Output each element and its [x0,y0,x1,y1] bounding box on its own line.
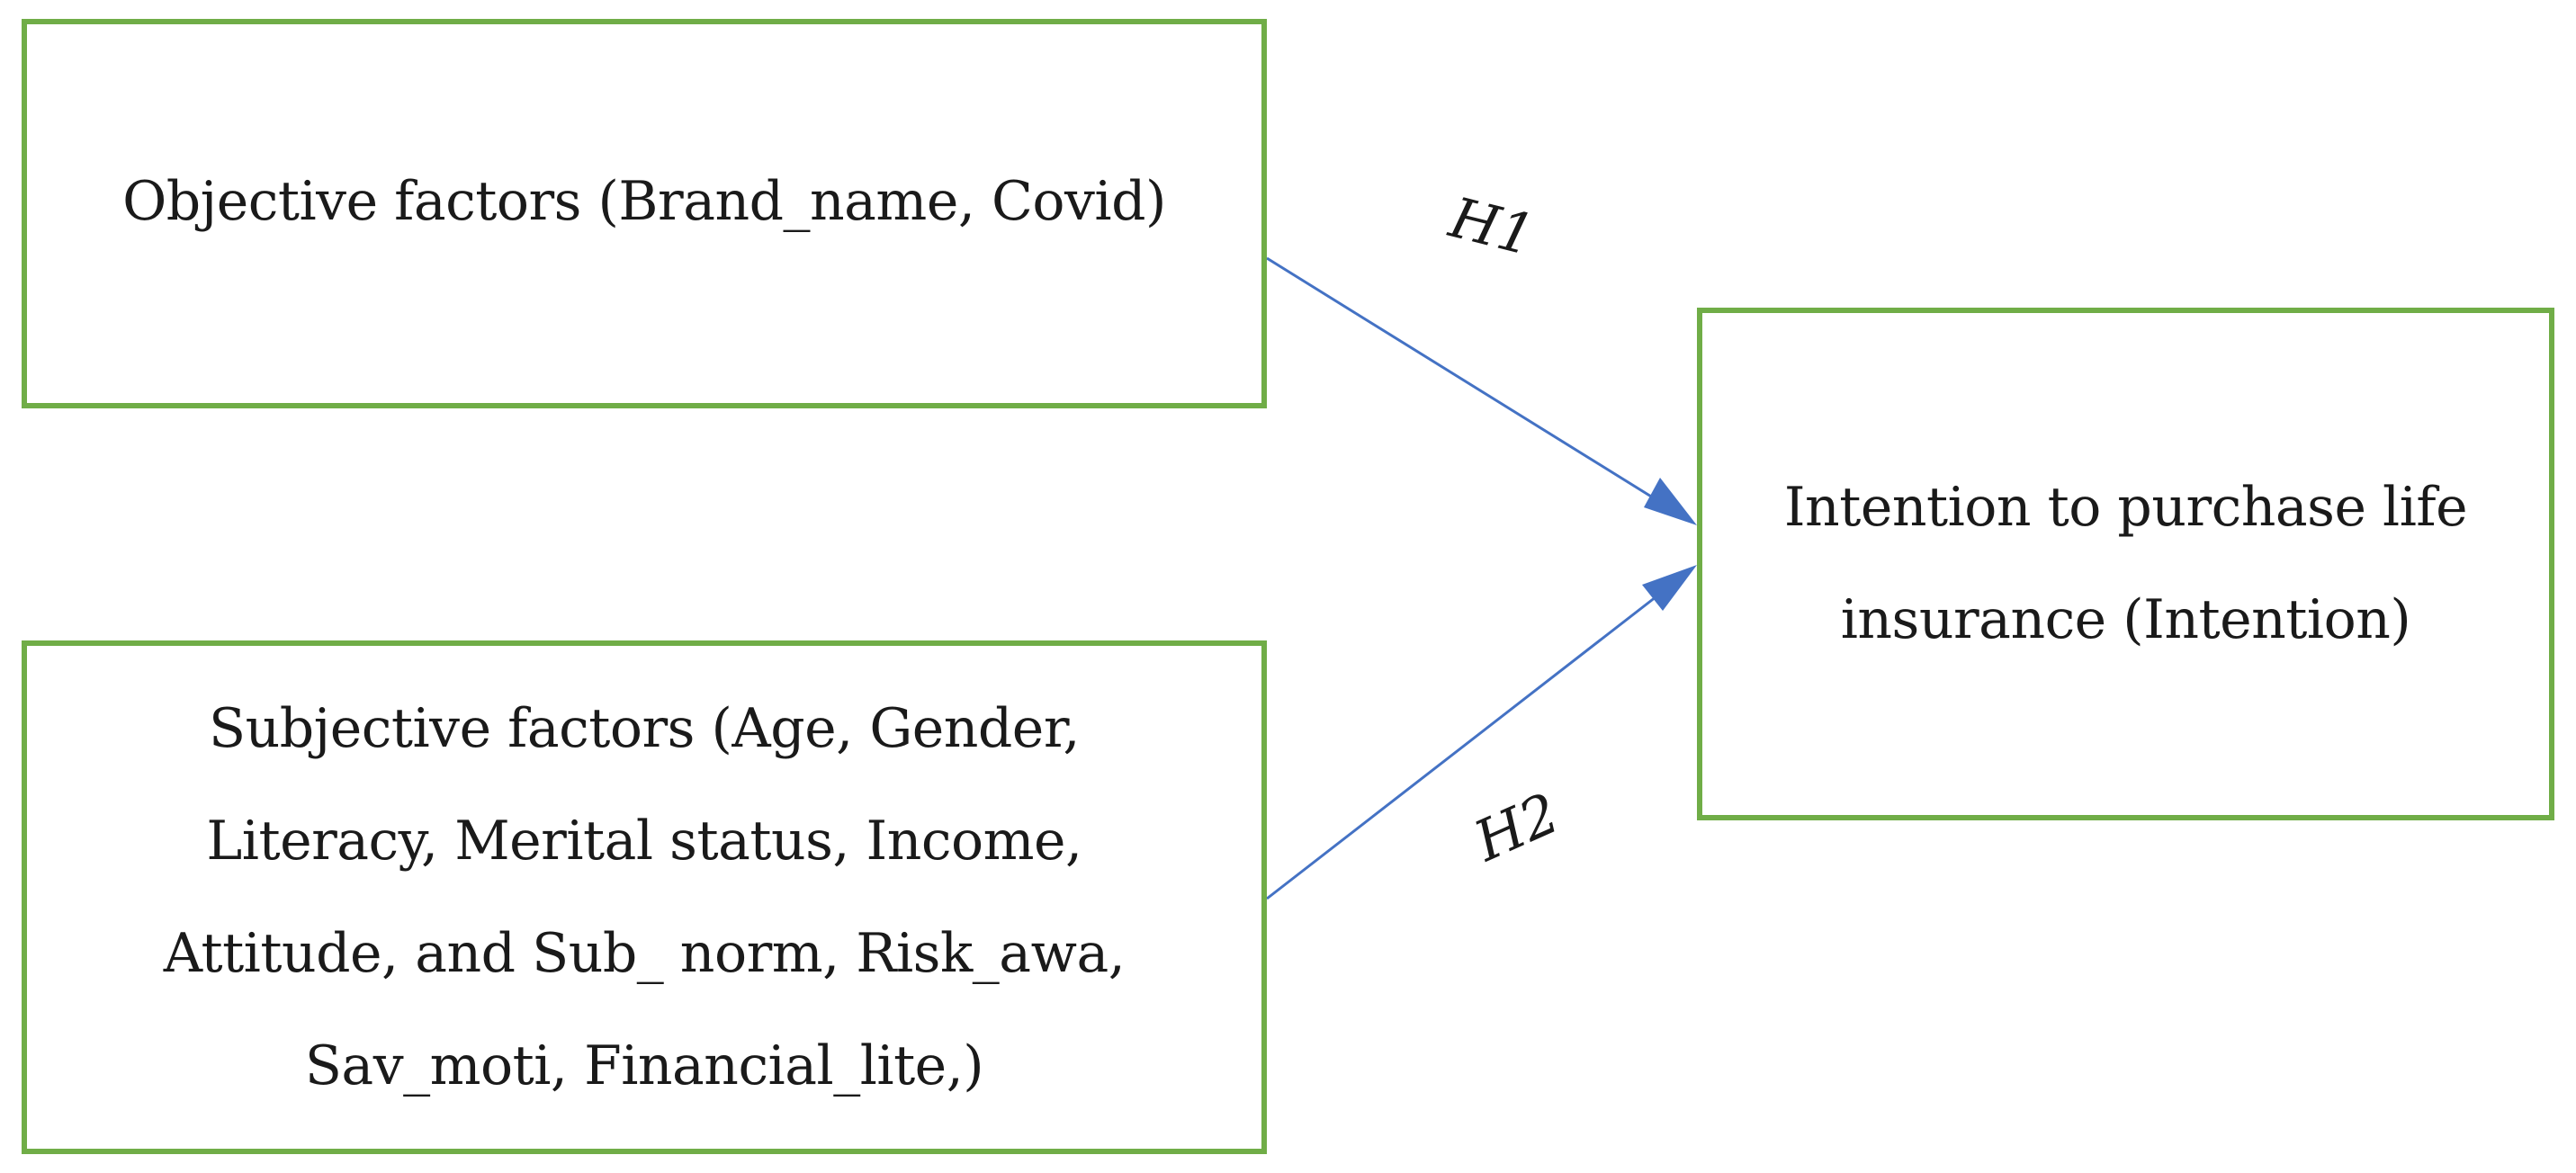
arrow-h1 [1266,256,1697,525]
arrow-h2-head [1642,565,1697,611]
intention-box: Intention to purchase life insurance (In… [1697,308,2554,820]
arrow-h2 [1266,565,1697,900]
objective-factors-box: Objective factors (Brand_name, Covid) [22,19,1267,408]
intention-label: Intention to purchase life insurance (In… [1783,476,2468,651]
subjective-factors-box: Subjective factors (Age, Gender, Literac… [22,640,1267,1154]
objective-factors-label: Objective factors (Brand_name, Covid) [122,169,1166,233]
arrow-h1-head [1644,478,1697,525]
subjective-factors-label: Subjective factors (Age, Gender, Literac… [163,696,1126,1097]
